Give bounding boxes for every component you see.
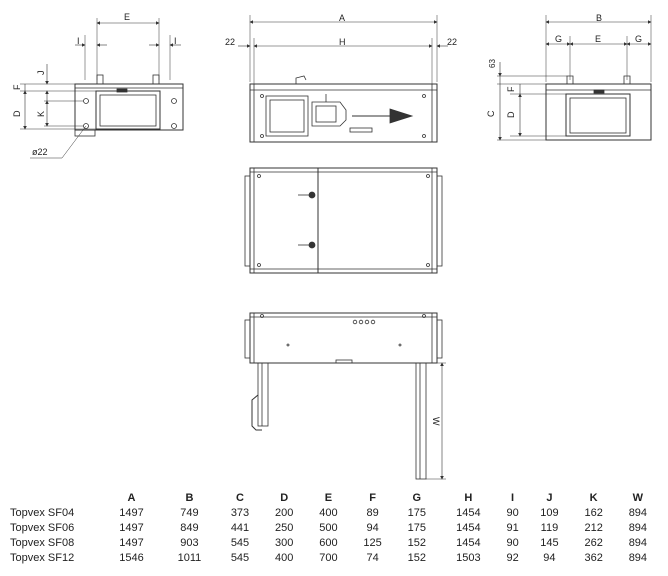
model-name: Topvex SF08 <box>10 536 75 549</box>
dim-label-C: C <box>486 110 496 117</box>
table-cell: 1497 <box>119 521 144 534</box>
table-cell: 91 <box>506 521 519 534</box>
table-cell: 600 <box>319 536 338 549</box>
table-cell: 152 <box>407 536 426 549</box>
dim-label-D-left: D <box>12 110 22 117</box>
table-cell: 849 <box>180 521 199 534</box>
table-row: Topvex SF08 1497 903 545 300 600 125 152… <box>10 535 660 550</box>
table-cell: 92 <box>506 551 519 564</box>
table-cell: 749 <box>180 506 199 519</box>
table-cell: 175 <box>407 521 426 534</box>
dim-label-W: W <box>431 417 441 426</box>
table-cell: 200 <box>275 506 294 519</box>
table-cell: 1503 <box>456 551 481 564</box>
table-row: Topvex SF04 1497 749 373 200 400 89 175 … <box>10 505 660 520</box>
table-cell: 300 <box>275 536 294 549</box>
left-end-view <box>20 18 184 159</box>
dimension-table: A B C D E F G H I J K W Topvex SF04 1497… <box>10 490 660 565</box>
table-cell: 90 <box>506 506 519 519</box>
table-cell: 94 <box>543 551 556 564</box>
side-view <box>238 15 448 143</box>
column-header: A <box>127 491 136 504</box>
column-header: J <box>546 491 553 504</box>
dim-label-E-left: E <box>124 12 130 22</box>
column-header: B <box>185 491 194 504</box>
table-cell: 894 <box>628 506 648 519</box>
table-cell: 1454 <box>456 536 481 549</box>
dim-label-22-right: 22 <box>447 37 457 47</box>
table-cell: 400 <box>319 506 338 519</box>
dim-label-K: K <box>36 111 46 117</box>
dim-label-J: J <box>36 71 46 76</box>
column-header <box>10 490 102 505</box>
column-header: D <box>280 491 289 504</box>
table-cell: 362 <box>584 551 603 564</box>
dim-label-F-right: F <box>506 86 516 92</box>
table-header-row: A B C D E F G H I J K W <box>10 490 660 505</box>
dim-label-B: B <box>596 13 602 23</box>
table-cell: 1497 <box>119 536 144 549</box>
table-cell: 1454 <box>456 521 481 534</box>
table-row: Topvex SF12 1546 1011 545 400 700 74 152… <box>10 550 660 565</box>
column-header: C <box>236 491 244 504</box>
table-cell: 545 <box>230 551 250 564</box>
table-cell: 109 <box>540 506 559 519</box>
table-cell: 262 <box>584 536 603 549</box>
table-cell: 700 <box>319 551 338 564</box>
model-name: Topvex SF06 <box>10 521 75 534</box>
table-cell: 162 <box>584 506 603 519</box>
table-cell: 94 <box>366 521 379 534</box>
model-name: Topvex SF04 <box>10 506 75 519</box>
table-cell: 89 <box>366 506 379 519</box>
dim-label-I-left: I <box>77 36 80 46</box>
column-header: K <box>589 491 598 504</box>
right-end-view <box>497 15 652 141</box>
table-cell: 74 <box>366 551 379 564</box>
table-cell: 441 <box>230 521 250 534</box>
table-cell: 145 <box>540 536 559 549</box>
table-cell: 90 <box>506 536 519 549</box>
column-header: I <box>511 491 515 504</box>
table-cell: 894 <box>628 536 648 549</box>
dim-label-63: 63 <box>488 59 497 68</box>
column-header: F <box>369 491 376 504</box>
dim-label-22-left: 22 <box>225 37 235 47</box>
column-header: G <box>412 491 422 504</box>
top-view <box>244 167 443 274</box>
dim-label-D-right: D <box>506 111 516 118</box>
model-name: Topvex SF12 <box>10 551 75 564</box>
table-cell: 1454 <box>456 506 481 519</box>
table-cell: 500 <box>319 521 338 534</box>
dim-label-A: A <box>339 13 345 23</box>
table-cell: 250 <box>275 521 294 534</box>
table-cell: 212 <box>584 521 603 534</box>
technical-drawing: E I I J F D K ø22 A <box>12 12 652 480</box>
table-row: Topvex SF06 1497 849 441 250 500 94 175 … <box>10 520 660 535</box>
dim-label-G-right: G <box>635 34 642 44</box>
table-cell: 1546 <box>119 551 144 564</box>
dim-label-I-right: I <box>174 36 177 46</box>
table-cell: 119 <box>540 521 559 534</box>
table-cell: 894 <box>628 551 648 564</box>
table-cell: 894 <box>628 521 648 534</box>
dim-label-E-right: E <box>595 34 601 44</box>
table-cell: 903 <box>180 536 199 549</box>
table-cell: 152 <box>407 551 426 564</box>
stand-view <box>244 312 446 480</box>
hole-diameter-label: ø22 <box>32 147 48 157</box>
column-header: W <box>632 491 644 504</box>
column-header: E <box>324 491 333 504</box>
table-cell: 1497 <box>119 506 144 519</box>
dim-label-H: H <box>339 37 346 47</box>
column-header: H <box>464 491 473 504</box>
table-cell: 545 <box>230 536 250 549</box>
table-cell: 400 <box>275 551 294 564</box>
table-cell: 175 <box>407 506 426 519</box>
dim-label-G-left: G <box>555 34 562 44</box>
table-cell: 125 <box>363 536 382 549</box>
dim-label-F-left: F <box>12 84 22 90</box>
table-cell: 1011 <box>177 551 202 564</box>
table-cell: 373 <box>230 506 250 519</box>
